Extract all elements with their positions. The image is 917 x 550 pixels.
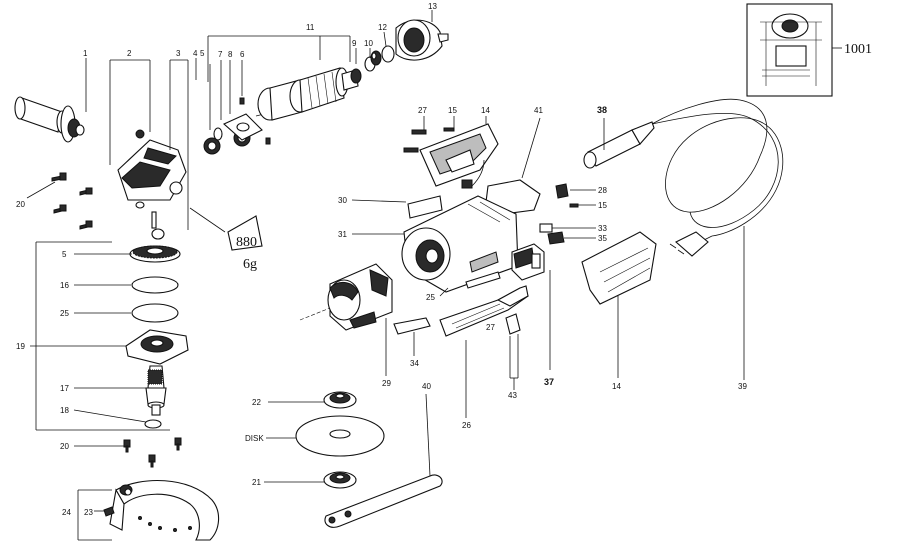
armature: [207, 31, 395, 121]
callout-14-top: 14: [481, 106, 490, 115]
callout-15-top: 15: [448, 106, 457, 115]
callout-31: 31: [338, 230, 347, 239]
field-coil: [299, 263, 393, 376]
grinding-disk: [266, 415, 385, 457]
spindle: [73, 365, 167, 429]
power-cord: [583, 98, 784, 380]
switch-assembly: [461, 117, 596, 245]
callout-39: 39: [738, 382, 747, 391]
callout-14-right: 14: [612, 382, 621, 391]
motor-housing: [351, 195, 519, 297]
wheel-guard: [77, 479, 220, 541]
callout-2: 2: [127, 49, 132, 58]
callout-1: 1: [83, 49, 88, 58]
gear-housing: [35, 59, 226, 431]
callout-25-ring: 25: [60, 309, 69, 318]
callout-26: 26: [462, 421, 471, 430]
callout-13: 13: [428, 2, 437, 11]
callout-34: 34: [410, 359, 419, 368]
callout-9: 9: [352, 39, 357, 48]
callout-22: 22: [252, 398, 261, 407]
callout-37: 37: [544, 377, 554, 387]
callout-21: 21: [252, 478, 261, 487]
callout-3: 3: [176, 49, 181, 58]
callout-16: 16: [60, 281, 69, 290]
spanner-wrench: [324, 393, 443, 528]
callout-25-housing: 25: [426, 293, 435, 302]
callout-20-bottom: 20: [60, 442, 69, 451]
callout-27-lever: 27: [486, 323, 495, 332]
handle-cover: [581, 231, 657, 378]
callout-disk: DISK: [245, 434, 264, 443]
rear-cover: [403, 116, 499, 187]
callout-4: 4: [193, 49, 198, 58]
callout-28: 28: [598, 186, 607, 195]
side-handle: [14, 58, 87, 143]
callout-8: 8: [228, 50, 233, 59]
callout-10: 10: [364, 39, 373, 48]
callout-19: 19: [16, 342, 25, 351]
callout-5-gear: 5: [62, 250, 67, 259]
callout-11: 11: [306, 23, 315, 32]
callout-6: 6: [240, 50, 245, 59]
grease-code: 880: [236, 235, 257, 250]
callout-1001: 1001: [844, 42, 872, 57]
screws-20-bottom: [74, 437, 182, 468]
callout-29: 29: [382, 379, 391, 388]
gear-stack: [30, 245, 189, 365]
grease-tube: 880 6g: [227, 215, 263, 272]
grease-weight: 6g: [243, 257, 257, 272]
callout-41: 41: [534, 106, 543, 115]
switch-block: [511, 243, 551, 370]
callout-27-top: 27: [418, 106, 427, 115]
callout-33: 33: [598, 224, 607, 233]
wiring-schematic-icon: [746, 3, 842, 97]
callout-38: 38: [597, 105, 607, 115]
callout-17: 17: [60, 384, 69, 393]
callout-43: 43: [508, 391, 517, 400]
callout-24: 24: [62, 508, 71, 517]
callout-40: 40: [422, 382, 431, 391]
callout-labels: 1 2 3 4 5 7 8 6 9 10 11 12 13 20 5 16 25…: [16, 2, 872, 517]
callout-12: 12: [378, 23, 387, 32]
callout-20-top: 20: [16, 200, 25, 209]
callout-7: 7: [218, 50, 223, 59]
bearing-parts-upper: [195, 58, 271, 155]
callout-15-right: 15: [598, 201, 607, 210]
screws-20-top: [26, 172, 93, 230]
inner-flange: [268, 391, 357, 409]
callout-18: 18: [60, 406, 69, 415]
callout-35: 35: [598, 234, 607, 243]
callout-30: 30: [338, 196, 347, 205]
fan-baffle: [395, 10, 449, 61]
switch-rod: [439, 271, 529, 418]
callout-23: 23: [84, 508, 93, 517]
outer-flange-nut: [264, 471, 357, 489]
insulation-strip: [393, 317, 431, 356]
callout-5-top: 5: [200, 49, 205, 58]
